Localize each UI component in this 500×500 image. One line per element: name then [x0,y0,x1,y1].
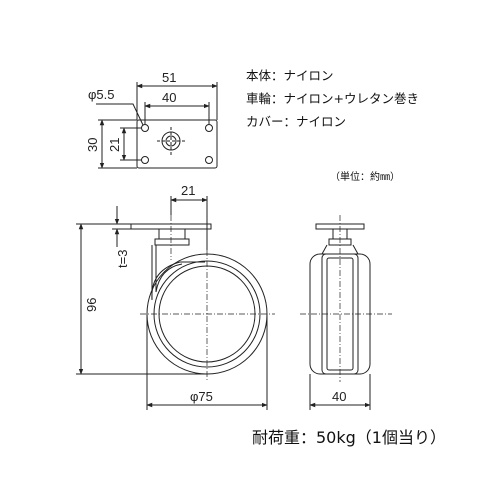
mounting-plate-outline [136,119,218,169]
swivel-inner [165,135,177,147]
spec-wheel-label: 車輪 [246,91,272,106]
plate-hole-br [205,156,213,164]
load-capacity-note: 耐荷重：50kg（1個当り） [252,428,446,447]
swivel-collar [154,238,190,246]
spec-wheel-value: ナイロン+ウレタン巻き [283,91,420,106]
spec-wheel-sep: ： [271,91,284,106]
fork-cover [151,245,205,301]
plate-hole-tr [205,124,213,132]
dim-height: 96 [84,298,99,312]
dim-hole-pitch-x: 40 [162,90,176,105]
dim-wheel-dia: φ75 [190,389,213,404]
spec-cover-sep: ： [283,114,297,129]
spec-cover-value: ナイロン [296,114,347,129]
side-view [76,196,275,410]
spec-body-label: 本体 [246,68,272,83]
spec-wheel: 車輪：ナイロン+ウレタン巻き [246,89,419,109]
plate-hole-tl [141,124,149,132]
fork-inner [155,245,183,293]
top-view [96,82,218,169]
unit-note: （単位：約㎜） [330,172,400,183]
front-view [300,215,392,410]
dim-hole-pitch-y: 21 [107,138,122,152]
plate-hole-bl [141,156,149,164]
dim-wheel-width: 40 [332,389,346,404]
swivel-stem [158,228,186,240]
spec-body-value: ナイロン [283,68,334,83]
spec-body-sep: ： [271,68,284,83]
hole-leader [96,103,144,126]
dim-plate-width: 51 [162,70,176,85]
dim-hole-dia: φ5.5 [88,87,115,102]
spec-cover-label: カバー [246,114,284,129]
dim-plate-depth: 30 [85,138,100,152]
dim-thickness: t=3 [115,250,130,268]
dim-offset: 21 [181,183,195,198]
spec-body: 本体：ナイロン [246,66,334,86]
spec-cover: カバー：ナイロン [246,112,346,132]
